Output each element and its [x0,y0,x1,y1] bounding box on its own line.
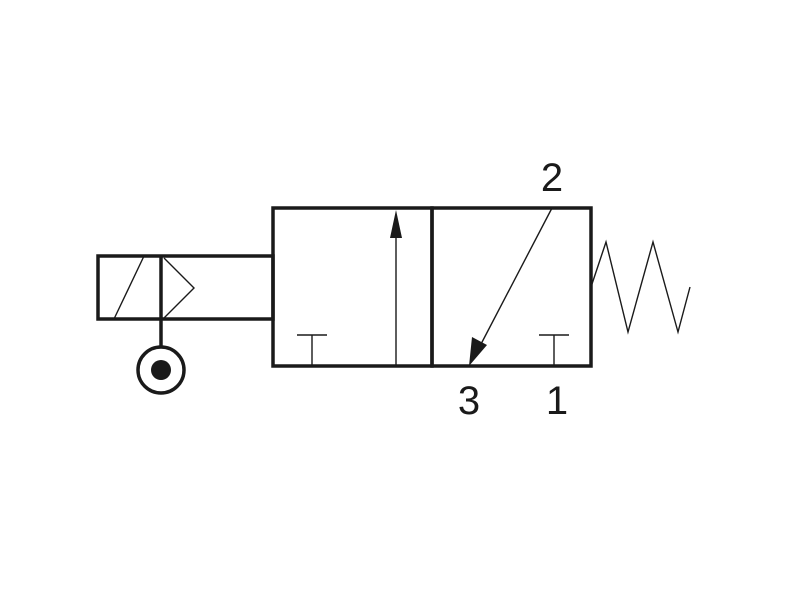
port-3-label: 3 [458,379,480,423]
solenoid-box [96,254,275,321]
return-spring [590,239,691,335]
left-flow-arrowhead [390,210,402,238]
right-flow-arrowhead [469,337,487,366]
solenoid-chevron [163,257,195,319]
valve-envelope-left [271,206,434,368]
port-1-label: 1 [546,379,568,423]
electrical-terminal-dot [151,360,171,380]
right-flow-line [479,207,553,347]
port-2-label: 2 [541,156,563,200]
solenoid-coil-diagonal [113,255,145,320]
